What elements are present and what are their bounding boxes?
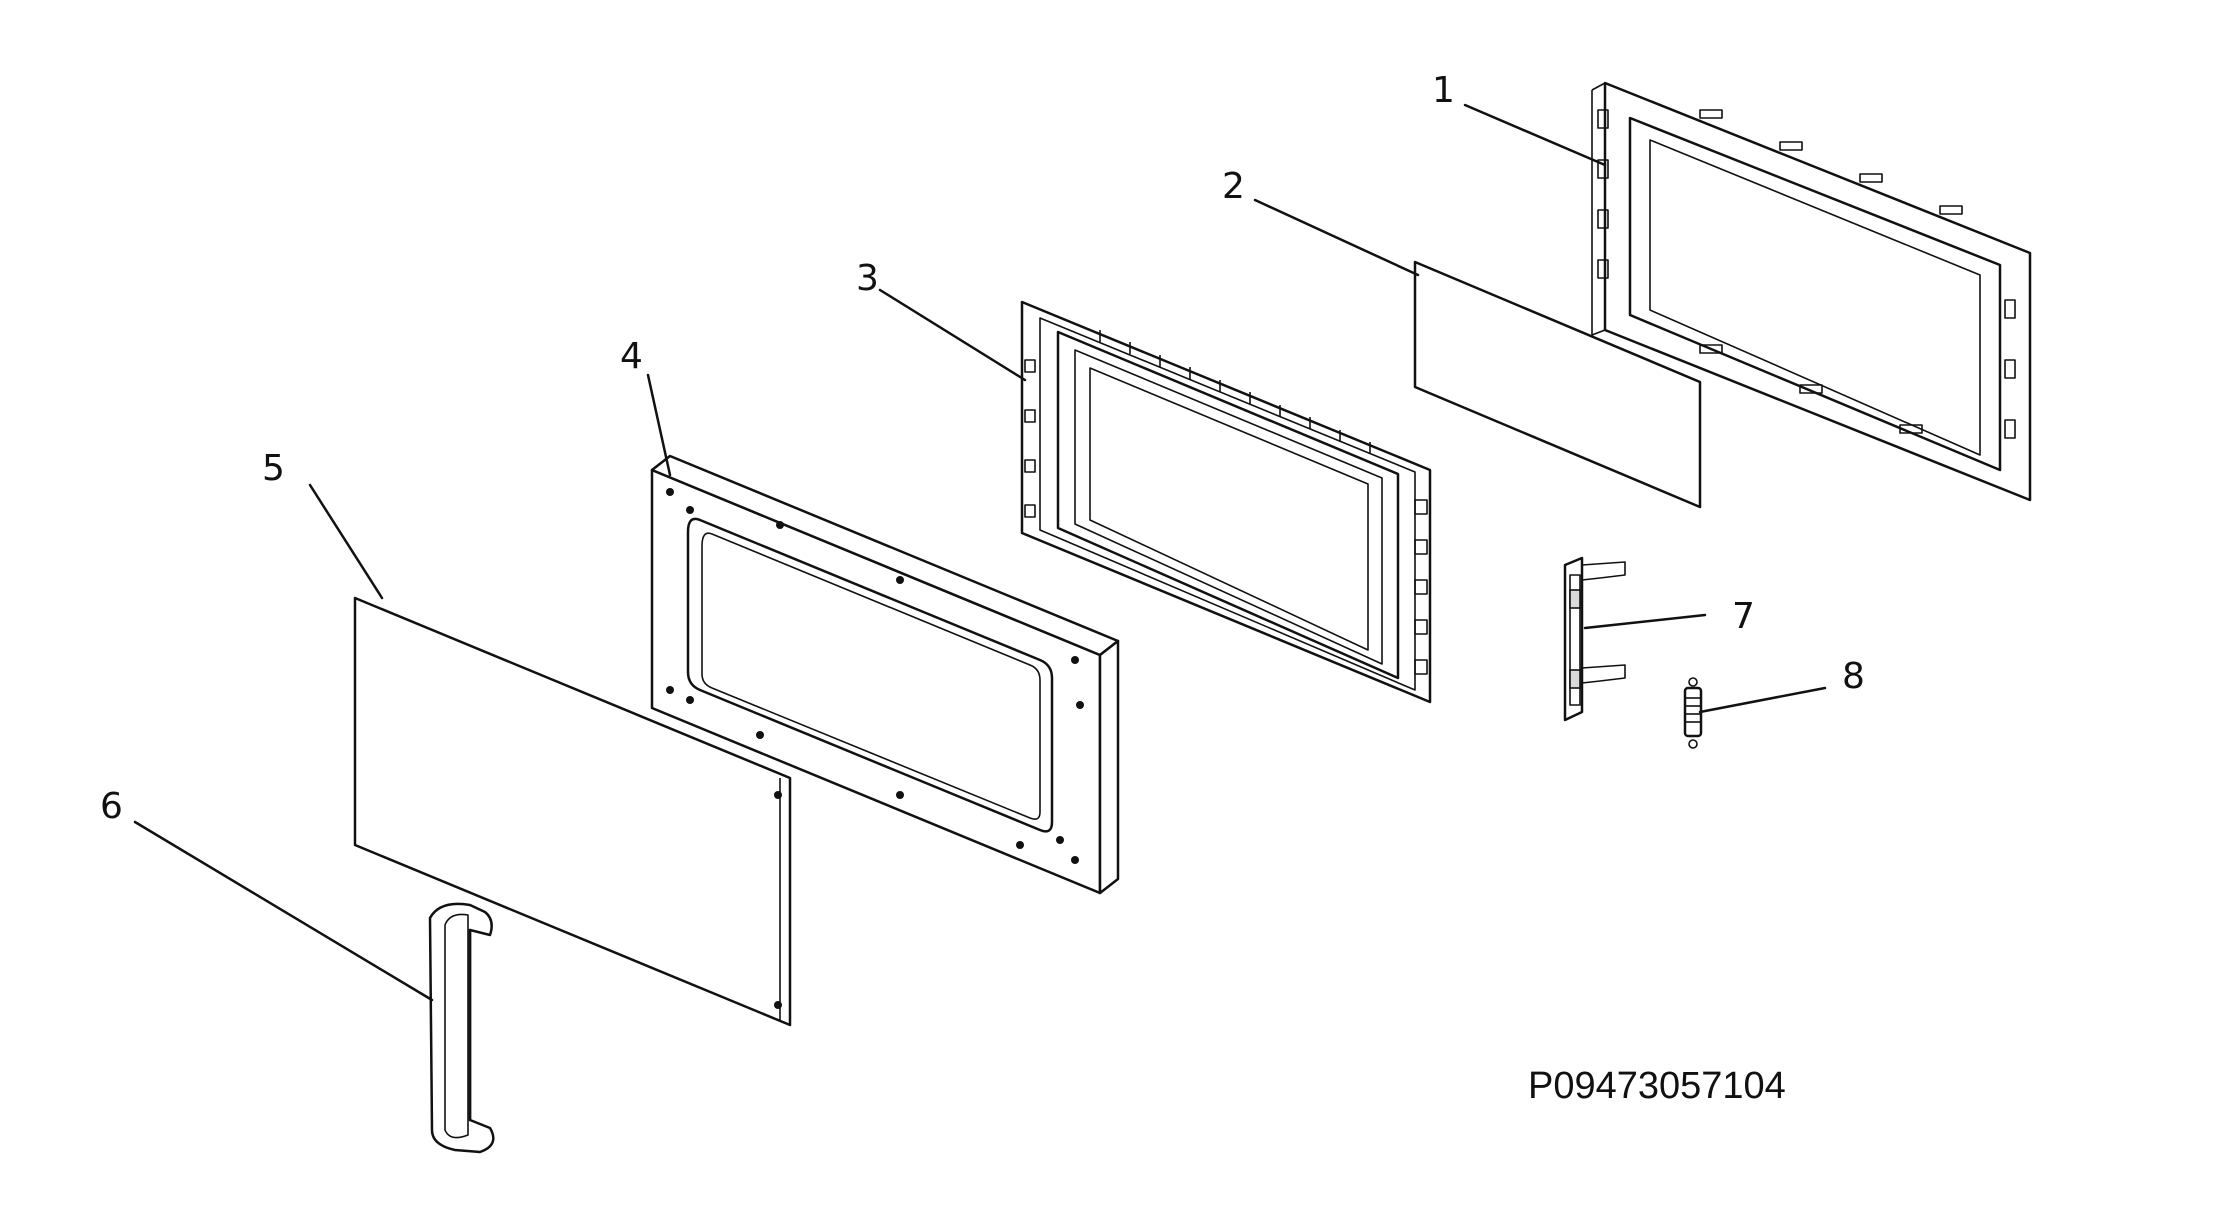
- leader-3: [878, 288, 1027, 382]
- callout-6: 6: [100, 786, 123, 827]
- part-1-door-frame: [1591, 81, 2032, 502]
- leader-5: [308, 483, 384, 600]
- part-4-door-panel: [650, 454, 1120, 895]
- leader-2: [1253, 198, 1420, 277]
- callout-1: 1: [1432, 70, 1455, 111]
- callout-7: 7: [1732, 596, 1755, 637]
- leader-4: [646, 373, 672, 477]
- diagram-part-code: P09473057104: [1528, 1065, 1786, 1107]
- leader-8: [1698, 686, 1827, 714]
- part-8-spring: [1683, 677, 1703, 749]
- leader-1: [1463, 103, 1607, 167]
- part-2-glass-sheet: [1413, 260, 1702, 509]
- callout-labels: 1 2 3 4 5 6 7 8: [100, 70, 1865, 827]
- leader-lines: [133, 103, 1827, 1002]
- leader-6: [133, 820, 434, 1002]
- leader-7: [1583, 613, 1707, 630]
- part-5-outer-glass: [353, 596, 792, 1027]
- callout-2: 2: [1222, 166, 1245, 207]
- callout-3: 3: [856, 258, 879, 299]
- callout-5: 5: [262, 448, 285, 489]
- callout-4: 4: [620, 336, 643, 377]
- part-7-latch-bracket: [1563, 556, 1626, 722]
- callout-8: 8: [1842, 656, 1865, 697]
- part-6-door-handle: [428, 902, 495, 1154]
- part-3-choke-frame: [1020, 300, 1432, 704]
